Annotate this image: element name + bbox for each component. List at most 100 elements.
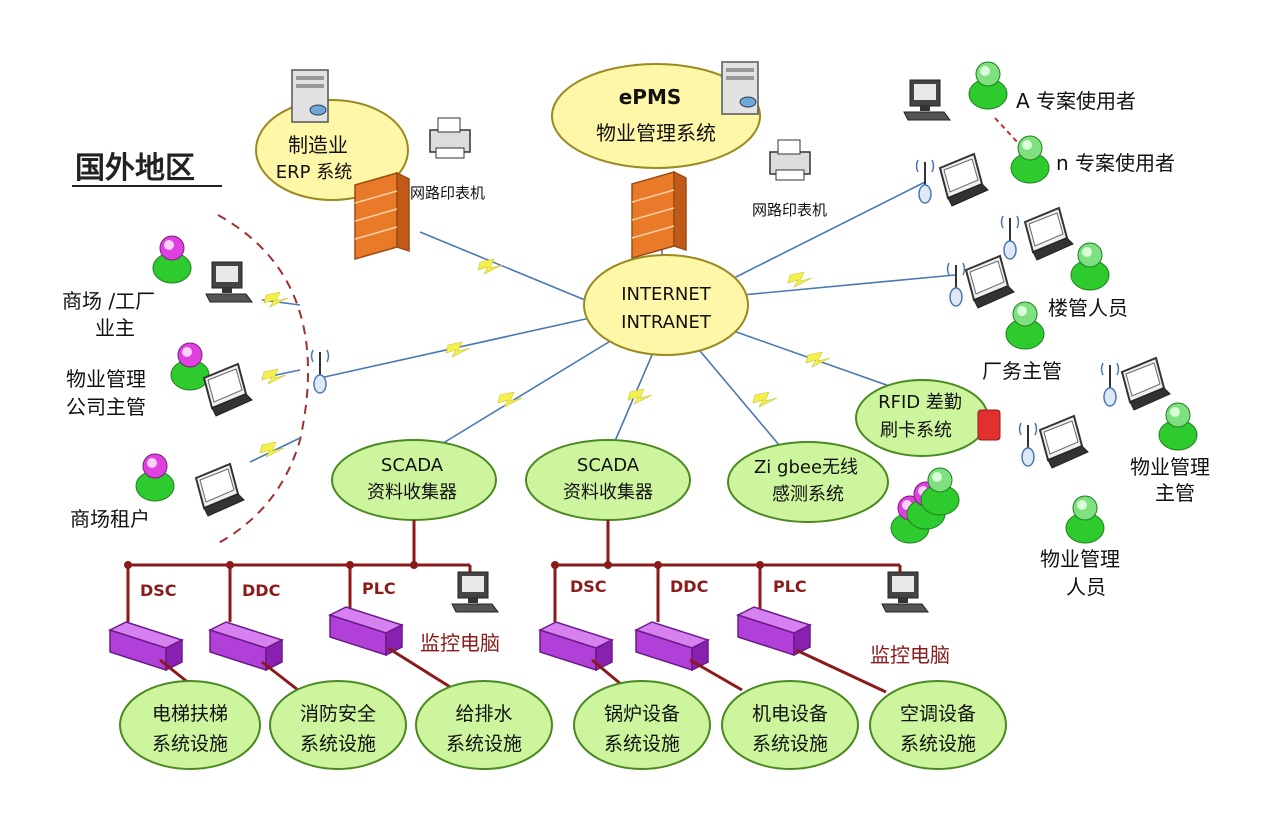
facility-water[interactable]: 给排水 系统设施 bbox=[415, 680, 553, 770]
internet-line1: INTERNET bbox=[621, 284, 711, 305]
bus-node bbox=[654, 561, 662, 569]
zigbee-node[interactable]: Zi gbee无线 感测系统 bbox=[727, 441, 889, 523]
erp-node[interactable]: 制造业 ERP 系统 bbox=[255, 69, 410, 260]
laptop-icon bbox=[965, 255, 1015, 309]
bolt bbox=[477, 258, 503, 275]
controller-link bbox=[689, 658, 743, 692]
desktop-icon bbox=[903, 79, 951, 121]
link-scada-1 bbox=[439, 339, 613, 446]
facility-ellipse bbox=[721, 680, 859, 770]
monitor-pc-label: 监控电脑 bbox=[870, 643, 950, 667]
zigbee-line2: 感测系统 bbox=[772, 484, 844, 505]
antenna-icon bbox=[310, 349, 330, 394]
user-group-icon bbox=[920, 467, 960, 516]
laptop-icon bbox=[1121, 357, 1171, 411]
rfid-node[interactable]: RFID 差勤 刷卡系统 bbox=[855, 379, 989, 457]
facility-mechanical[interactable]: 机电设备 系统设施 bbox=[721, 680, 859, 770]
epms-node[interactable]: ePMS 物业管理系统 bbox=[551, 61, 761, 169]
internet-line2: INTRANET bbox=[621, 312, 712, 333]
internet-hub[interactable]: INTERNET INTRANET bbox=[583, 254, 749, 356]
scada-node-2[interactable]: SCADA 资料收集器 bbox=[525, 439, 691, 521]
controller-label: PLC bbox=[773, 577, 807, 596]
facility-ellipse bbox=[415, 680, 553, 770]
bolt bbox=[263, 291, 289, 308]
zigbee-ellipse bbox=[727, 441, 889, 523]
internet-ellipse bbox=[583, 254, 749, 356]
bus-node bbox=[410, 561, 418, 569]
controller-link bbox=[261, 660, 299, 692]
desktop-icon bbox=[205, 261, 253, 303]
facility-elevator[interactable]: 电梯扶梯 系统设施 bbox=[119, 680, 261, 770]
facility-boiler[interactable]: 锅炉设备 系统设施 bbox=[573, 680, 711, 770]
bus-nodes-left bbox=[124, 561, 418, 569]
facility-line1: 电梯扶梯 bbox=[152, 703, 228, 725]
erp-line1: 制造业 bbox=[288, 133, 348, 157]
user-link bbox=[994, 117, 1021, 146]
controller-label: DDC bbox=[242, 581, 280, 600]
bolt bbox=[787, 271, 813, 288]
pm-staff-line1: 物业管理 bbox=[1040, 547, 1120, 571]
link-laptop-top bbox=[729, 181, 926, 281]
controller-label: PLC bbox=[362, 579, 396, 598]
user-n-icon bbox=[1010, 135, 1050, 184]
facility-line2: 系统设施 bbox=[152, 733, 228, 755]
controller-icon bbox=[737, 606, 811, 656]
pm-staff-line2: 人员 bbox=[1066, 575, 1106, 599]
manager-label-line2: 公司主管 bbox=[66, 395, 146, 419]
controller-label: DSC bbox=[570, 577, 607, 596]
scada-node-1[interactable]: SCADA 资料收集器 bbox=[331, 439, 497, 521]
scada-line1: SCADA bbox=[577, 455, 640, 476]
laptop-icon bbox=[1039, 415, 1089, 469]
erp-line2: ERP 系统 bbox=[276, 162, 352, 183]
facility-ellipse bbox=[573, 680, 711, 770]
bus-node bbox=[551, 561, 559, 569]
scada-ellipse bbox=[331, 439, 497, 521]
facility-line1: 机电设备 bbox=[752, 703, 828, 725]
facility-line2: 系统设施 bbox=[900, 733, 976, 755]
bolt bbox=[752, 391, 778, 408]
laptop-icon bbox=[195, 463, 245, 517]
bus-node bbox=[604, 561, 612, 569]
epms-ellipse bbox=[551, 63, 761, 169]
scada-line2: 资料收集器 bbox=[563, 482, 653, 503]
bolt bbox=[261, 368, 287, 385]
laptop-icon bbox=[939, 153, 989, 207]
owner-label-line1: 商场 /工厂 bbox=[62, 289, 155, 313]
user-tenant-icon bbox=[135, 453, 175, 502]
link-zigbee bbox=[694, 344, 786, 453]
user-owner-icon bbox=[152, 235, 192, 284]
bus-node bbox=[346, 561, 354, 569]
controller-label: DSC bbox=[140, 581, 177, 600]
field-bus-left bbox=[126, 520, 472, 622]
facility-line2: 系统设施 bbox=[300, 733, 376, 755]
controller-icon bbox=[539, 621, 613, 671]
controller-label: DDC bbox=[670, 577, 708, 596]
user-pm-manager-icon bbox=[1158, 402, 1198, 451]
scada-line1: SCADA bbox=[381, 455, 444, 476]
antenna-icon bbox=[1018, 422, 1038, 467]
manager-label-line1: 物业管理 bbox=[66, 367, 146, 391]
printer-label-1: 网路印表机 bbox=[410, 184, 485, 202]
rfid-line2: 刷卡系统 bbox=[880, 420, 952, 441]
antenna-icon bbox=[1000, 215, 1020, 260]
user-pm-staff-icon bbox=[1065, 495, 1105, 544]
link-laptop-mid bbox=[741, 274, 956, 296]
facility-fire-safety[interactable]: 消防安全 系统设施 bbox=[269, 680, 407, 770]
link-erp bbox=[419, 231, 586, 301]
erp-ellipse bbox=[255, 99, 409, 201]
user-manager-icon bbox=[170, 342, 210, 391]
controller-icon bbox=[209, 621, 283, 671]
rfid-line1: RFID 差勤 bbox=[878, 392, 962, 413]
server-icon bbox=[721, 61, 759, 115]
firewall-icon bbox=[354, 172, 410, 260]
facility-line1: 消防安全 bbox=[300, 703, 376, 725]
antenna-icon bbox=[1100, 362, 1120, 407]
facility-hvac[interactable]: 空调设备 系统设施 bbox=[869, 680, 1007, 770]
facility-line2: 系统设施 bbox=[752, 733, 828, 755]
antenna-icon bbox=[915, 159, 935, 204]
printer-icon bbox=[769, 139, 811, 181]
user-a-label: A 专案使用者 bbox=[1016, 89, 1136, 113]
region-boundary bbox=[214, 214, 310, 546]
facility-line2: 系统设施 bbox=[604, 733, 680, 755]
